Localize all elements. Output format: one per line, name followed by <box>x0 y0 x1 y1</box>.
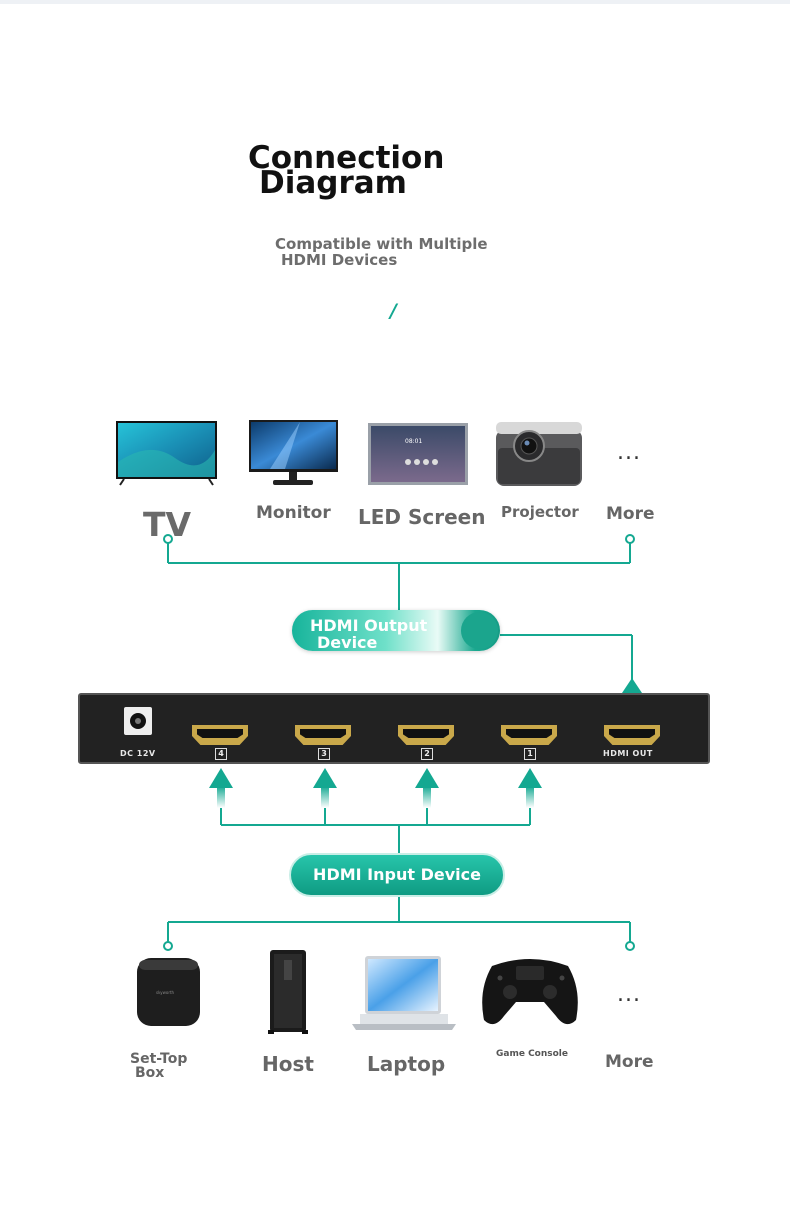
host-pc-icon <box>268 950 308 1034</box>
projector-icon <box>496 422 582 486</box>
output-device-label-led-screen: LED Screen <box>358 505 486 529</box>
svg-text:08:01: 08:01 <box>405 438 422 445</box>
output-connector-lines <box>163 534 635 680</box>
input-arrow-icon <box>313 768 337 808</box>
hdmi-output-device-pill: HDMI Output Device <box>292 610 500 651</box>
monitor-icon <box>249 420 338 485</box>
hdmi-out-label: HDMI OUT <box>603 749 653 758</box>
input-device-label-game-console: Game Console <box>496 1049 568 1059</box>
hdmi-input-port-1 <box>501 725 557 745</box>
input-device-label-host: Host <box>262 1052 314 1076</box>
title-line2: Diagram <box>259 165 407 201</box>
hdmi-input-port-4 <box>192 725 248 745</box>
input-device-label-more: More <box>605 1052 654 1072</box>
input-arrow-icon <box>518 768 542 808</box>
svg-text:skyworth: skyworth <box>156 990 175 995</box>
subtitle-line1: Compatible with Multiple <box>275 235 488 253</box>
output-pill-line2: Device <box>317 633 378 652</box>
dc-power-jack <box>124 707 152 735</box>
output-device-label-projector: Projector <box>501 503 579 521</box>
output-device-label-tv: TV <box>143 505 192 544</box>
hdmi-splitter-device: DC 12V 4 3 2 1 HDMI OUT <box>78 693 710 764</box>
page-title: Connection Diagram <box>248 143 548 201</box>
more-dots-icon: ... <box>617 982 641 1007</box>
more-dots-icon: ... <box>617 440 641 465</box>
set-top-box-label-line2: Box <box>135 1065 165 1081</box>
led-screen-icon: 08:01 <box>368 423 468 485</box>
port-number-2: 2 <box>421 748 433 760</box>
hdmi-output-port <box>604 725 660 745</box>
pill-knob <box>461 612 498 649</box>
input-connector-lines <box>163 806 635 951</box>
subtitle-line2: HDMI Devices <box>281 251 398 269</box>
laptop-icon <box>352 956 456 1030</box>
input-arrow-icon <box>415 768 439 808</box>
hdmi-input-port-2 <box>398 725 454 745</box>
set-top-box-icon: skyworth <box>137 958 200 1026</box>
output-pill-line1: HDMI Output <box>310 616 428 635</box>
input-arrow-icon <box>209 768 233 808</box>
output-device-label-more: More <box>606 504 655 524</box>
set-top-box-label-line1: Set-Top <box>130 1051 188 1067</box>
port-number-3: 3 <box>318 748 330 760</box>
divider-glyph: / <box>390 300 397 322</box>
hdmi-input-port-3 <box>295 725 351 745</box>
port-number-4: 4 <box>215 748 227 760</box>
output-device-label-monitor: Monitor <box>256 503 331 523</box>
tv-icon <box>116 421 217 486</box>
dc-power-label: DC 12V <box>120 749 156 758</box>
input-device-label-set-top-box: Set-Top Box <box>130 1052 187 1080</box>
port-number-1: 1 <box>524 748 536 760</box>
game-controller-icon <box>482 959 578 1025</box>
page-subtitle: Compatible with Multiple HDMI Devices <box>275 236 545 268</box>
title-line1: Connection <box>248 140 445 176</box>
input-arrows <box>209 768 542 808</box>
input-device-label-laptop: Laptop <box>367 1052 446 1076</box>
top-band <box>0 0 790 4</box>
hdmi-input-device-pill: HDMI Input Device <box>289 853 505 897</box>
